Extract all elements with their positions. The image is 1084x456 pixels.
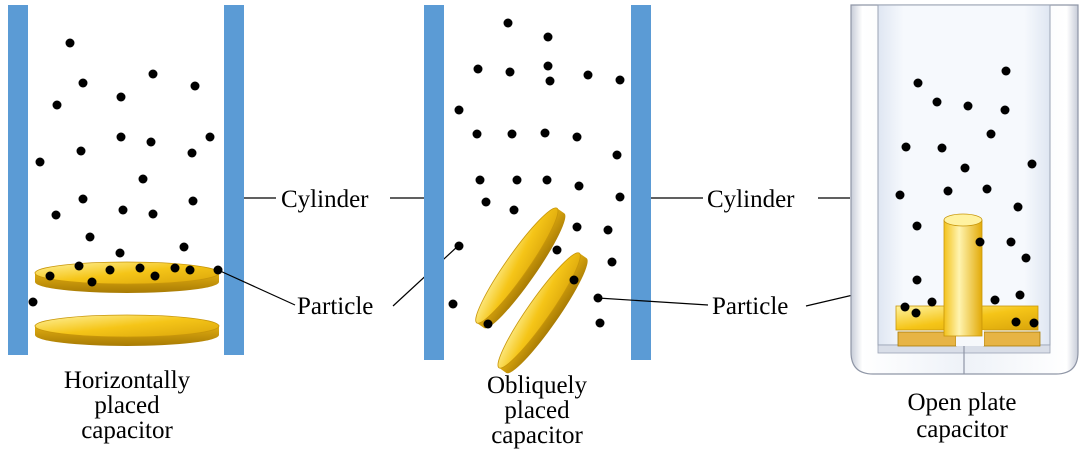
cylinder-wall-left (424, 5, 444, 360)
capacitor-center-rod (943, 213, 983, 337)
panel-open-plate: Open plate capacitor (850, 4, 1079, 443)
label-cylinder: Cylinder (707, 186, 795, 213)
caption-line: placed (94, 392, 160, 419)
cylinder-wall-right (631, 5, 651, 360)
capacitor-plates-oblique (475, 207, 588, 374)
panel-horizontal: Horizontally placed capacitor (8, 5, 244, 444)
panel-oblique: Obliquely placed capacitor (424, 5, 651, 449)
particles-panel-3 (895, 66, 1039, 328)
leader-line (217, 269, 296, 306)
caption-horizontal: Horizontally placed capacitor (64, 367, 191, 444)
caption-line: capacitor (81, 417, 173, 444)
caption-line: placed (504, 397, 570, 424)
capacitor-plate-front (497, 252, 588, 374)
caption-line: Horizontally (64, 367, 191, 394)
caption-line: Obliquely (487, 372, 587, 399)
label-cylinder: Cylinder (281, 186, 369, 213)
caption-open-plate: Open plate capacitor (908, 389, 1017, 443)
particles-panel-1 (28, 38, 223, 307)
label-particle: Particle (712, 293, 788, 320)
caption-line: capacitor (916, 416, 1008, 443)
particles-panel-2 (448, 18, 625, 329)
cylinder-wall-left (8, 5, 28, 355)
capacitor-plate-back (475, 207, 566, 329)
leader-line (597, 297, 709, 306)
label-particle: Particle (297, 293, 373, 320)
cylinder-wall-right (224, 5, 244, 355)
capacitor-plate-lower (34, 314, 220, 346)
caption-oblique: Obliquely placed capacitor (487, 372, 587, 449)
caption-line: Open plate (908, 389, 1017, 416)
caption-line: capacitor (491, 422, 583, 449)
